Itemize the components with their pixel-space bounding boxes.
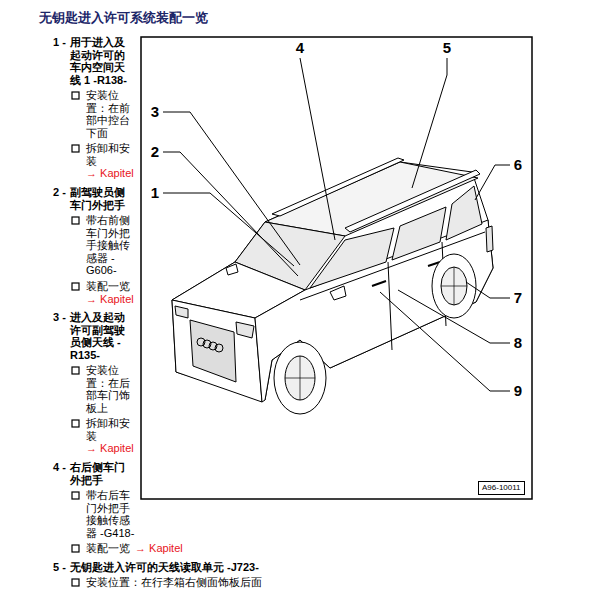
item-number: 1 - <box>53 36 66 49</box>
callout-number: 1 <box>151 184 159 202</box>
item-detail: 拆卸和安 装 <box>86 142 141 167</box>
item-number: 4 - <box>53 461 66 474</box>
callout-number: 9 <box>514 382 522 400</box>
item-number: 3 - <box>53 311 66 324</box>
item-heading: 用于进入及 起动许可的 车内空间天 线 1 -R138- <box>70 36 134 86</box>
item-detail: 安装位置：在行李箱右侧面饰板后面 <box>86 576 262 589</box>
leader-lines <box>163 58 510 391</box>
item-heading: 无钥匙进入许可的天线读取单元 -J723- <box>70 561 259 574</box>
callout-number: 3 <box>151 103 159 121</box>
figure-id: A96-10011 <box>482 483 521 493</box>
item-detail: 带右后车 门外把手 接触传感 器 -G418- <box>86 489 141 539</box>
callout-number: 4 <box>296 39 304 57</box>
chapter-link: → Kapitel <box>135 542 183 555</box>
chapter-link: → Kapitel <box>86 442 134 455</box>
callout-number: 6 <box>514 156 522 174</box>
figure-id-box: A96-10011 <box>478 481 525 495</box>
callout-number: 2 <box>151 143 159 161</box>
item-detail: 装配一览 <box>86 542 130 555</box>
chapter-link: → Kapitel <box>86 293 134 306</box>
item-detail: 带右前侧 车门外把 手接触传 感器 - G606- <box>86 214 141 277</box>
car-drawing <box>172 158 493 414</box>
item-detail: 安装位 置：在后 部车门饰 板上 <box>86 364 141 414</box>
item-heading: 副驾驶员侧 车门外把手 <box>70 186 134 211</box>
page-title: 无钥匙进入许可系统装配一览 <box>39 10 208 26</box>
item-number: 5 - <box>53 561 66 574</box>
callout-number: 5 <box>443 39 451 57</box>
callout-number: 8 <box>514 334 522 352</box>
item-detail: 装配一览 <box>86 280 130 293</box>
item-heading: 右后侧车门 外把手 <box>70 461 134 486</box>
item-detail: 拆卸和安 装 <box>86 417 141 442</box>
item-detail: 安装位 置：在前 部中控台 下面 <box>86 89 141 139</box>
callout-number: 7 <box>514 289 522 307</box>
chapter-link: → Kapitel <box>86 167 134 180</box>
item-heading: 进入及起动 许可副驾驶 员侧天线 - R135- <box>70 311 134 361</box>
item-number: 2 - <box>53 186 66 199</box>
figure-frame <box>141 37 532 499</box>
